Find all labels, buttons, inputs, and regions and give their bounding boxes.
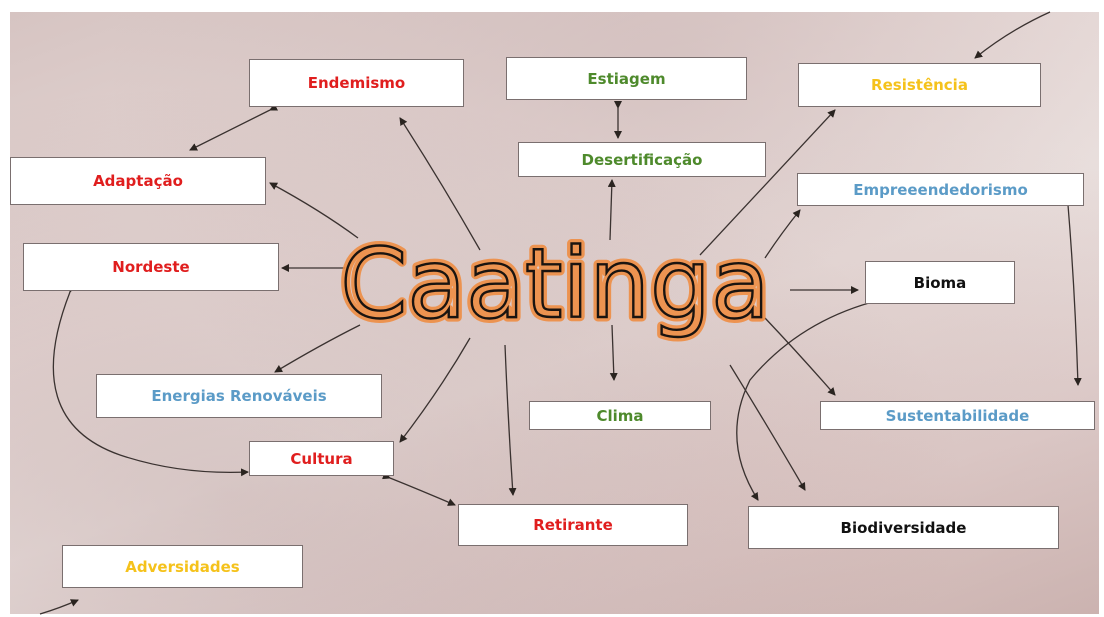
- arrow-top-right: [974, 11, 1051, 59]
- node-adaptacao-label: Adaptação: [93, 172, 183, 190]
- node-cultura-label: Cultura: [290, 449, 353, 468]
- arrow-bottom-left: [39, 599, 79, 615]
- arrow-bioma-biodiversidade: [736, 294, 888, 501]
- arrow-endemismo-adaptacao: [189, 103, 279, 151]
- node-desertificacao-label: Desertificação: [581, 150, 703, 169]
- node-biodiversidade-label: Biodiversidade: [840, 518, 967, 537]
- arrow-to-cultura: [399, 337, 471, 443]
- node-estiagem-label: Estiagem: [587, 69, 666, 88]
- node-desertificacao: Desertificação: [518, 142, 766, 177]
- node-resistencia-label: Resistência: [871, 76, 968, 94]
- arrow-to-empreendedorismo: [764, 209, 801, 259]
- arrow-to-retirante: [504, 344, 517, 496]
- arrow-to-biodiversidade: [729, 364, 806, 491]
- node-adaptacao: Adaptação: [10, 157, 266, 205]
- node-endemismo-label: Endemismo: [307, 74, 406, 92]
- node-endemismo: Endemismo: [249, 59, 464, 107]
- node-retirante: Retirante: [458, 504, 688, 546]
- arrow-to-resistencia: [699, 109, 836, 256]
- node-retirante-label: Retirante: [533, 516, 613, 534]
- node-nordeste: Nordeste: [23, 243, 279, 291]
- node-clima-label: Clima: [596, 406, 644, 425]
- arrow-to-endemismo: [399, 117, 481, 251]
- central-term-glow: Caatinga: [340, 228, 770, 340]
- arrow-empreendedorismo-sustentabilidade: [1063, 197, 1082, 386]
- arrow-to-energias: [274, 324, 361, 373]
- node-empreendedorismo: Empreeendedorismo: [797, 173, 1084, 206]
- node-resistencia: Resistência: [798, 63, 1041, 107]
- node-cultura: Cultura: [249, 441, 394, 476]
- node-adversidades-label: Adversidades: [125, 557, 240, 576]
- node-sustentabilidade-label: Sustentabilidade: [885, 406, 1030, 425]
- node-energias: Energias Renováveis: [96, 374, 382, 418]
- node-energias-label: Energias Renováveis: [151, 387, 327, 405]
- node-sustentabilidade: Sustentabilidade: [820, 401, 1095, 430]
- central-term-text: Caatinga: [340, 228, 770, 340]
- node-estiagem: Estiagem: [506, 57, 747, 100]
- node-clima: Clima: [529, 401, 711, 430]
- arrow-to-clima: [609, 324, 618, 381]
- arrow-nordeste-cultura: [52, 284, 249, 477]
- arrow-to-adaptacao: [269, 182, 359, 239]
- node-adversidades: Adversidades: [62, 545, 303, 588]
- node-nordeste-label: Nordeste: [112, 258, 190, 276]
- node-empreendedorismo-label: Empreeendedorismo: [853, 180, 1028, 199]
- arrow-cultura-retirante: [382, 471, 456, 506]
- arrow-to-desertificacao: [607, 179, 616, 241]
- node-bioma: Bioma: [865, 261, 1015, 304]
- node-biodiversidade: Biodiversidade: [748, 506, 1059, 549]
- node-bioma-label: Bioma: [913, 273, 967, 292]
- central-term: Caatinga Caatinga: [336, 224, 775, 345]
